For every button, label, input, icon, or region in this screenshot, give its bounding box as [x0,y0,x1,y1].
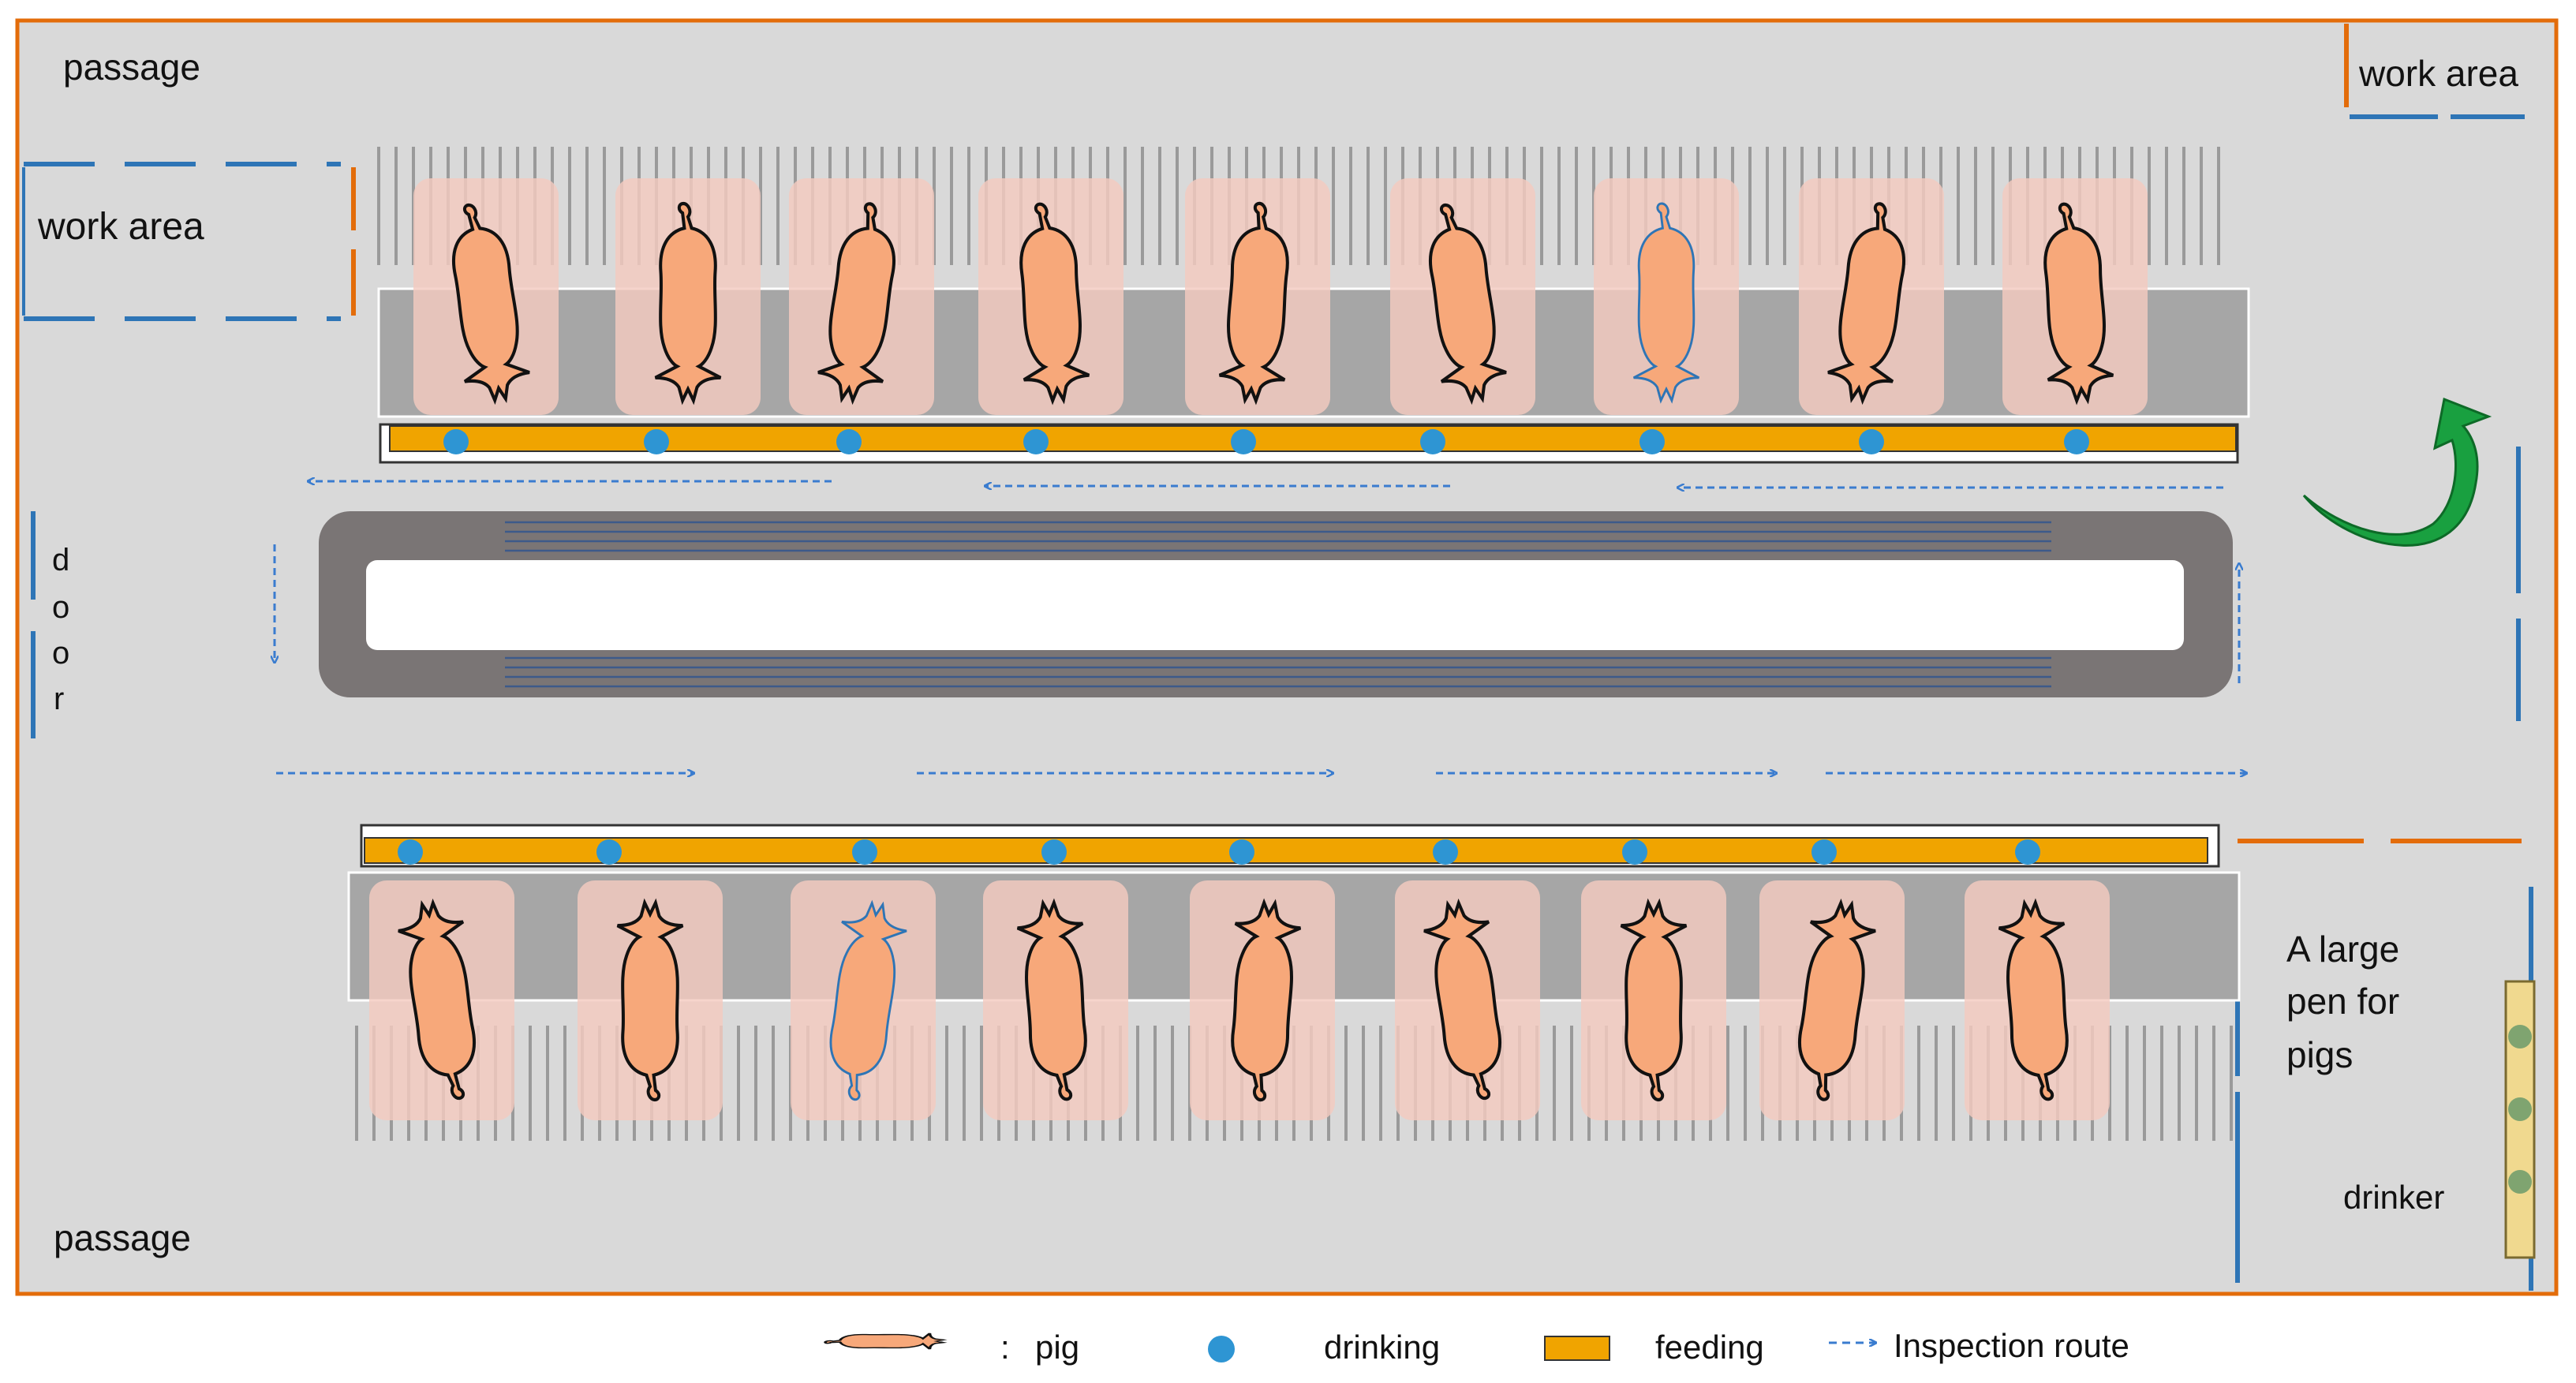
drinking-point [443,429,469,454]
passage-label-bottom: passage [54,1217,191,1258]
legend-feeding-icon [1544,1336,1610,1361]
drinker-label: drinker [2343,1179,2445,1216]
drinking-point [1622,839,1647,865]
drinking-point [1859,429,1884,454]
bottom-feeding-trough [360,824,2220,868]
door-letter: o [52,636,70,671]
top-drinking-points [443,429,2089,454]
drinking-point [596,839,622,865]
large-pen-label-line: A large [2286,929,2400,970]
large-pen-drinker [2504,980,2536,1259]
work-area-label-right: work area [2359,53,2518,94]
drinking-point [2064,429,2089,454]
legend [824,1332,1876,1362]
drinking-point [1811,839,1837,865]
drinking-point [1433,839,1458,865]
legend-route-label: Inspection route [1894,1327,2129,1364]
drinking-point [852,839,877,865]
drinking-point [398,839,423,865]
drinking-point [1420,429,1445,454]
bottom-drinking-points [398,839,2040,865]
large-pen-label-line: pen for [2286,981,2400,1022]
inspection-route [275,481,2247,773]
legend-pig-separator: : [1000,1329,1010,1366]
legend-pig-icon [824,1332,945,1351]
legend-feeding-label: feeding [1655,1329,1764,1366]
drinking-point [1041,839,1067,865]
drinking-point [644,429,669,454]
top-feeding-trough [379,423,2239,464]
drinking-point [836,429,862,454]
drinking-point [1639,429,1665,454]
work-area-right [2344,24,2525,119]
drinking-point [2015,839,2040,865]
top-pen-stalls [413,178,2148,415]
legend-drinking-icon [1208,1336,1235,1362]
legend-pig-label: pig [1035,1329,1080,1366]
work-area-left [22,162,356,321]
drinking-point [1229,839,1254,865]
work-area-label-left: work area [38,206,204,248]
drinking-point [1231,429,1256,454]
passage-label-top: passage [63,47,200,88]
large-pen-label-line: pigs [2286,1034,2354,1075]
drinking-point [1023,429,1049,454]
turn-arrow [2302,397,2492,547]
legend-drinking-label: drinking [1324,1329,1441,1366]
central-track [319,511,2233,697]
door-letter: r [54,682,65,716]
door-letter: o [52,590,70,625]
door-letter: d [52,543,70,577]
bottom-pen-stalls [369,880,2110,1120]
